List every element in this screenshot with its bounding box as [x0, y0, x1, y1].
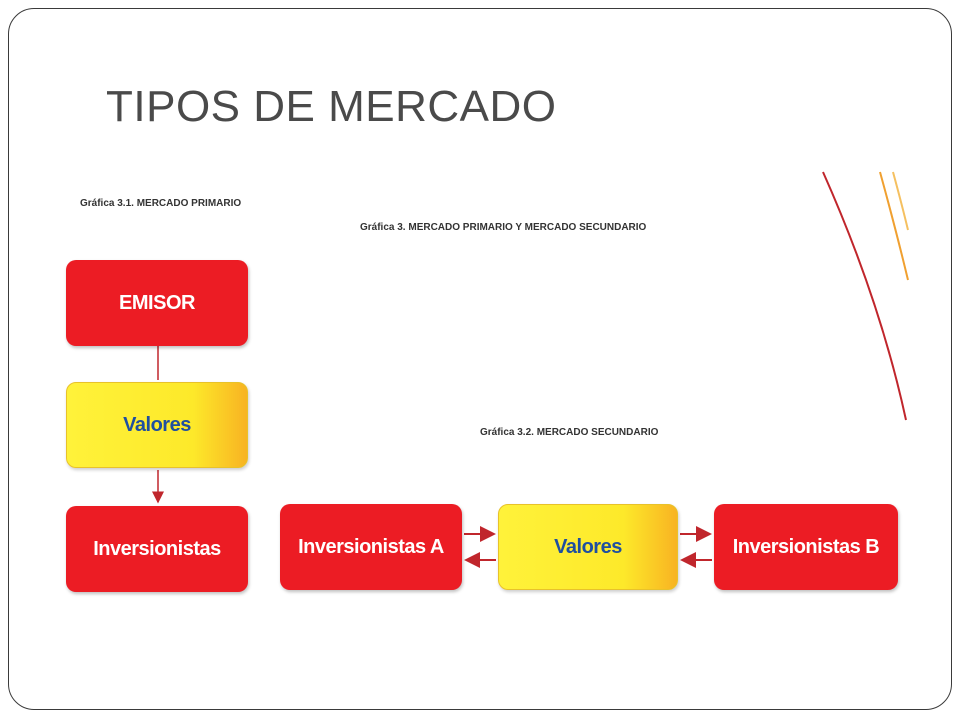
inversionistas-b-box: Inversionistas B — [714, 504, 898, 590]
valores-box-secondary: Valores — [498, 504, 678, 590]
caption-secondary: Gráfica 3.2. MERCADO SECUNDARIO — [480, 427, 659, 438]
valores-box-primary: Valores — [66, 382, 248, 468]
caption-main: Gráfica 3. MERCADO PRIMARIO Y MERCADO SE… — [360, 222, 647, 233]
inversionistas-box: Inversionistas — [66, 506, 248, 592]
accent-curve-orange-1 — [879, 171, 909, 281]
slide-frame — [8, 8, 952, 710]
inversionistas-a-box: Inversionistas A — [280, 504, 462, 590]
emisor-box: EMISOR — [66, 260, 248, 346]
accent-curve-orange-2 — [892, 171, 909, 231]
caption-primary: Gráfica 3.1. MERCADO PRIMARIO — [80, 198, 242, 209]
market-diagram: Gráfica 3.1. MERCADO PRIMARIO Gráfica 3.… — [58, 172, 908, 602]
slide-title: TIPOS DE MERCADO — [106, 82, 557, 131]
diagram-arrows — [152, 346, 712, 568]
accent-curve-red — [822, 171, 907, 421]
